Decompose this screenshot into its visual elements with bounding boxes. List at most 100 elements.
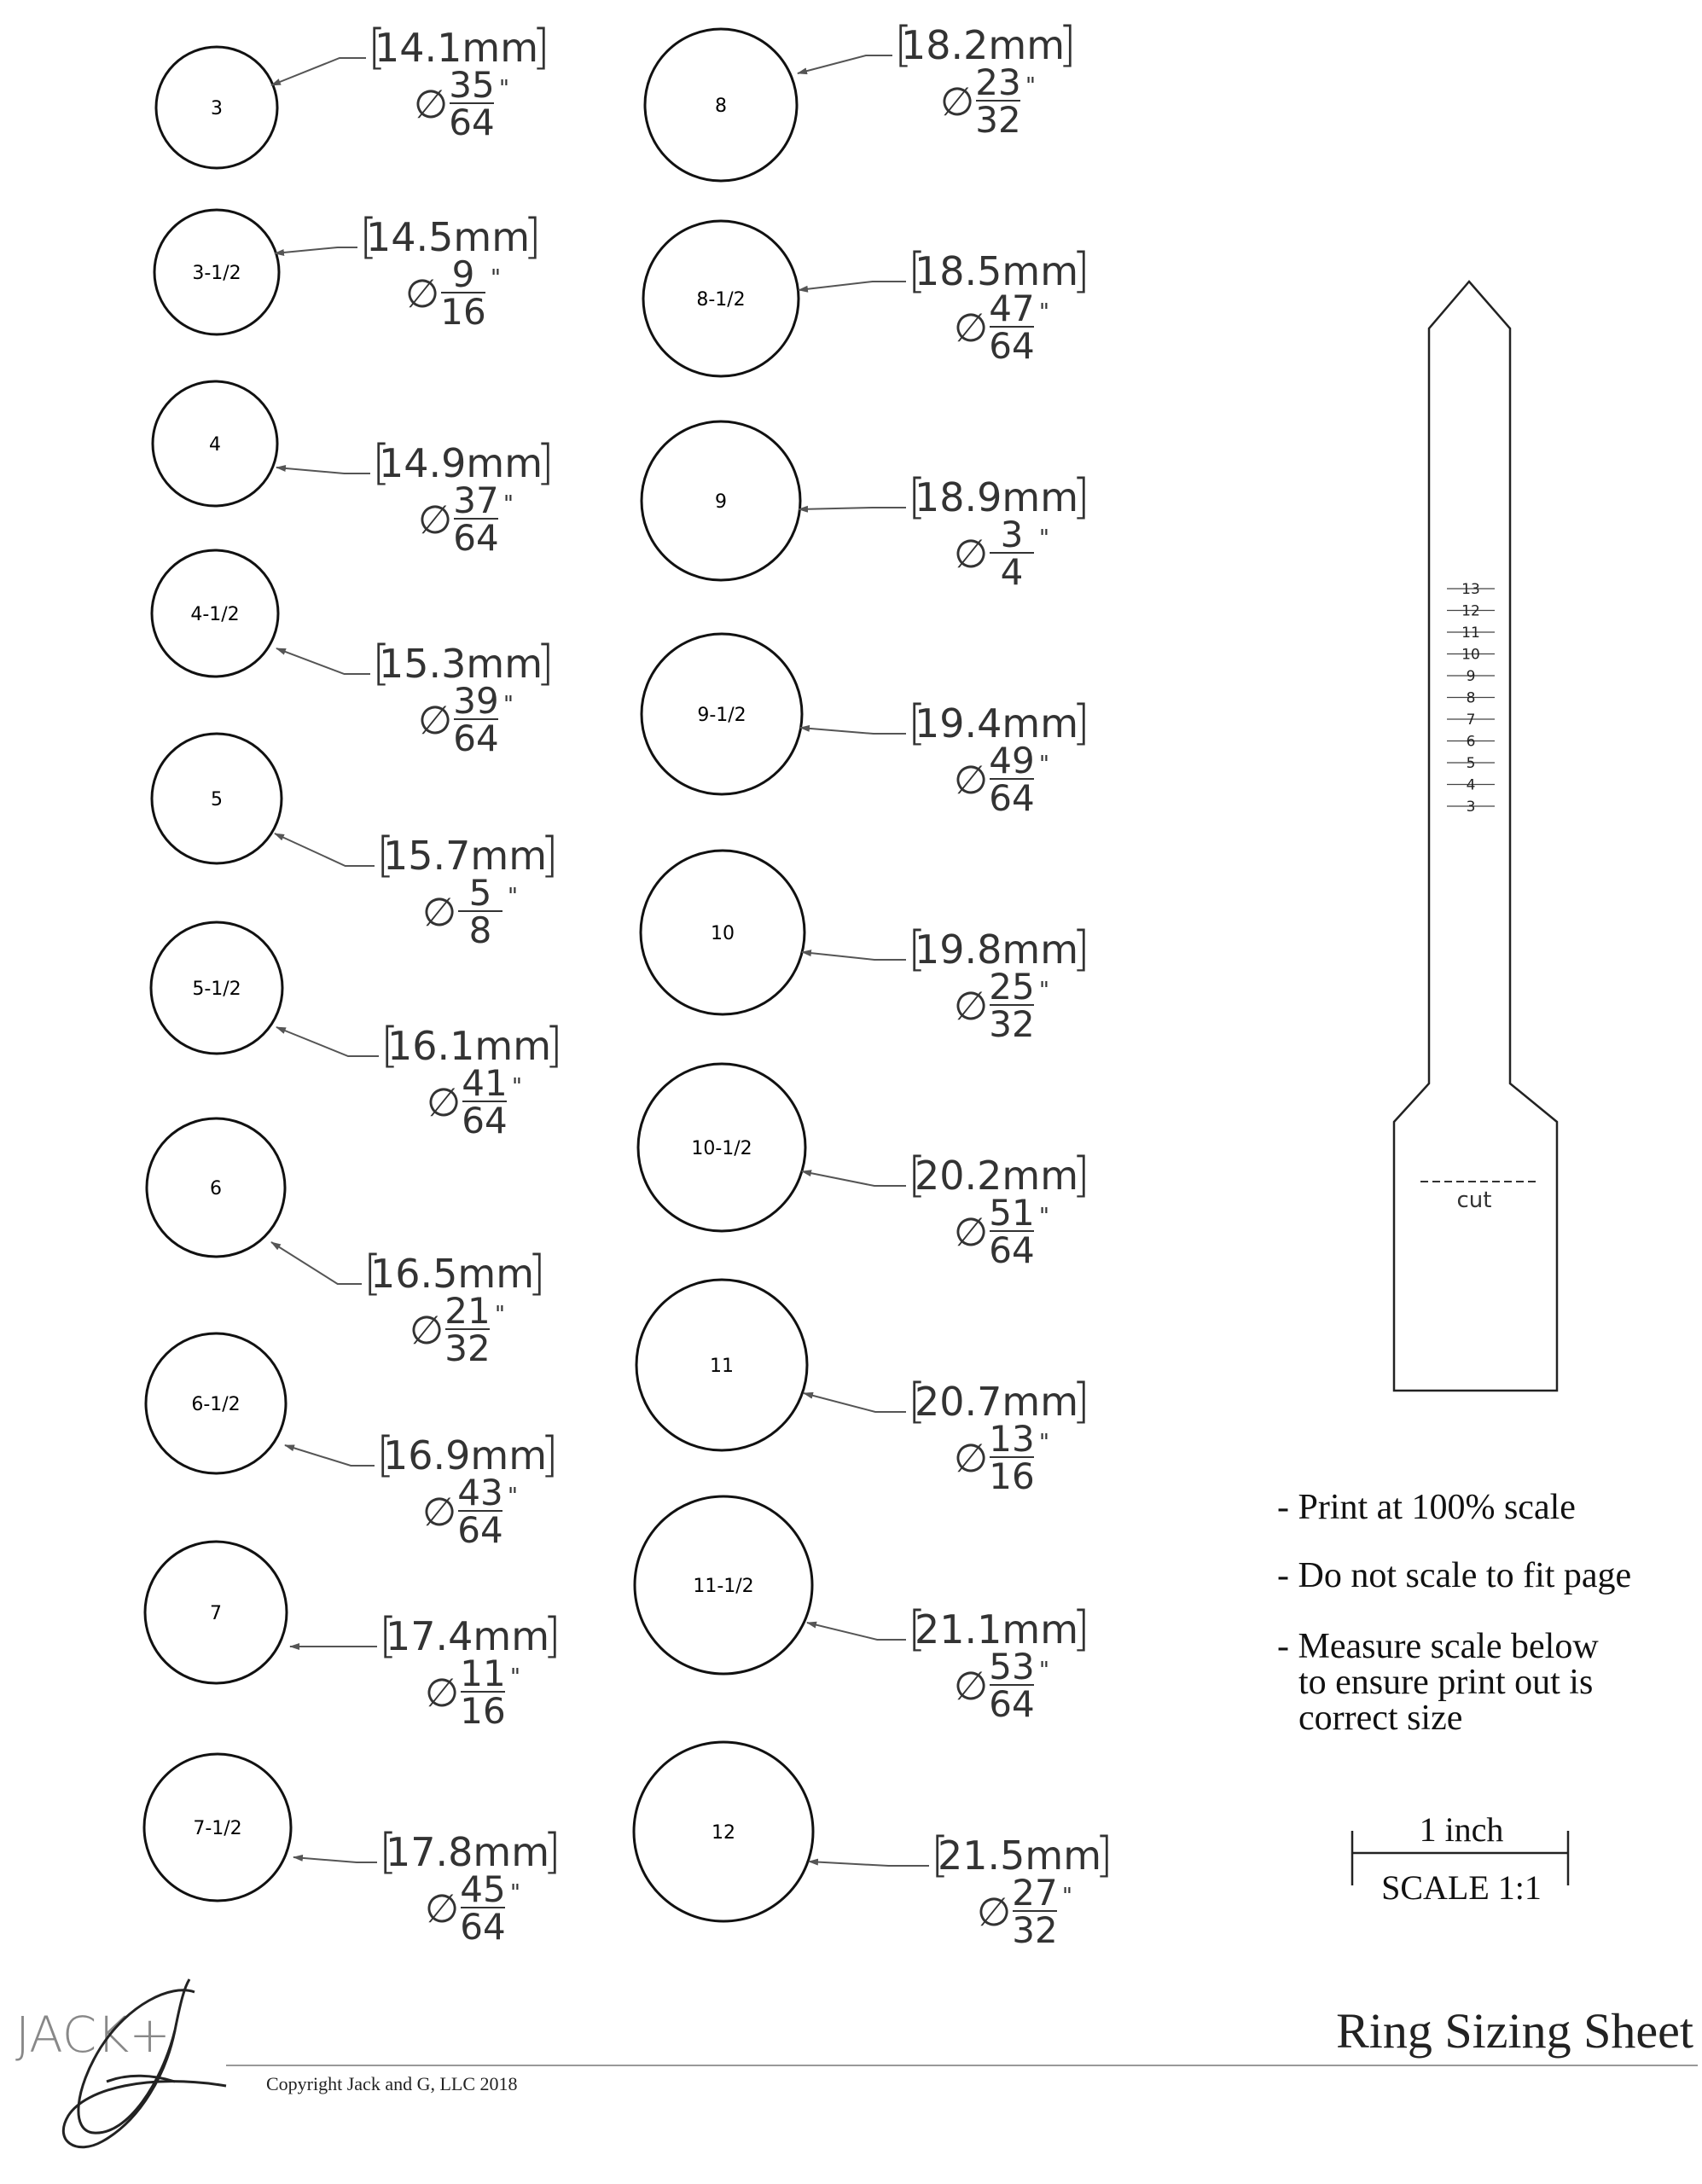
ring-circle	[632, 1740, 815, 1923]
fraction-denominator: 64	[460, 1906, 505, 1948]
leader-arrow	[270, 1241, 362, 1285]
bracket-right: ]	[540, 828, 559, 883]
note-measure-3: correct size	[1298, 1699, 1462, 1738]
tick-label: 8	[1467, 690, 1476, 707]
inch-mark: "	[510, 1664, 520, 1690]
leader-arrow	[797, 55, 892, 75]
inch-mark: "	[510, 1880, 520, 1906]
ring-circle	[635, 1278, 809, 1452]
inch-mark: "	[491, 265, 501, 291]
diameter-symbol: ∅	[940, 78, 974, 125]
fraction-numerator: 27	[1012, 1872, 1057, 1914]
sizer-tick: 8	[1447, 690, 1495, 707]
bracket-right: ]	[1072, 469, 1090, 525]
sizer-tick: 5	[1447, 755, 1495, 772]
scale-ratio-label: SCALE 1:1	[1381, 1868, 1542, 1907]
ring-circle	[640, 632, 804, 796]
fraction-numerator: 53	[989, 1646, 1034, 1687]
diameter-symbol: ∅	[954, 983, 988, 1029]
ring-mm-label: 19.8mm	[915, 926, 1078, 973]
note-measure-2: to ensure print out is	[1298, 1663, 1593, 1702]
fraction-denominator: 16	[989, 1455, 1034, 1497]
ring-size-label: 3-1/2	[192, 263, 241, 284]
ring-size-item: 5[15.7mm]∅58"	[150, 732, 559, 951]
bracket-right: ]	[543, 1824, 561, 1879]
ring-mm-label: 21.1mm	[915, 1606, 1078, 1653]
fraction-denominator: 64	[457, 1509, 502, 1551]
inch-mark: "	[503, 491, 514, 517]
leader-arrow	[270, 57, 366, 86]
ring-mm-label: 19.4mm	[915, 700, 1078, 746]
diameter-symbol: ∅	[422, 889, 456, 935]
fraction-denominator: 64	[989, 325, 1034, 367]
fraction-numerator: 49	[989, 740, 1034, 781]
ring-mm-label: 15.7mm	[383, 833, 547, 879]
bracket-right: ]	[543, 1608, 561, 1664]
diameter-symbol: ∅	[954, 1209, 988, 1255]
ring-size-label: 9	[715, 491, 727, 513]
fraction-numerator: 35	[449, 64, 494, 106]
fraction-numerator: 45	[460, 1868, 505, 1910]
bracket-right: ]	[523, 209, 542, 264]
bracket-left: [	[908, 469, 927, 525]
tick-label: 11	[1461, 624, 1480, 642]
bracket-right: ]	[1095, 1827, 1113, 1883]
ring-mm-label: 21.5mm	[938, 1833, 1101, 1879]
leader-arrow	[284, 1444, 375, 1467]
diameter-symbol: ∅	[405, 270, 439, 317]
bracket-left: [	[372, 435, 391, 491]
fraction-denominator: 16	[460, 1690, 505, 1732]
diameter-symbol: ∅	[410, 1307, 444, 1353]
fraction-denominator: 8	[469, 909, 492, 951]
leader-arrow	[801, 1170, 906, 1187]
diameter-symbol: ∅	[954, 305, 988, 351]
fraction-numerator: 41	[462, 1062, 507, 1104]
bracket-right: ]	[1072, 1374, 1090, 1429]
bracket-left: [	[908, 695, 927, 751]
tick-label: 4	[1467, 777, 1476, 794]
scale-bar: 1 inch SCALE 1:1	[1351, 1810, 1570, 1907]
ring-circle	[142, 1752, 293, 1902]
bracket-right: ]	[1072, 695, 1090, 751]
fraction-numerator: 43	[457, 1472, 502, 1513]
inch-mark: "	[495, 1302, 505, 1327]
diameter-symbol: ∅	[425, 1670, 459, 1716]
ring-size-label: 4	[209, 434, 221, 456]
ring-mm-label: 14.9mm	[379, 440, 543, 486]
fraction-denominator: 32	[989, 1003, 1034, 1045]
leader-arrow	[801, 950, 906, 961]
copyright-text: Copyright Jack and G, LLC 2018	[266, 2073, 518, 2094]
fraction-numerator: 11	[460, 1653, 505, 1694]
ring-size-label: 5-1/2	[192, 979, 241, 1000]
ring-size-label: 3	[211, 98, 223, 119]
ring-circle	[153, 208, 281, 336]
inch-mark: "	[1039, 752, 1049, 777]
fraction-denominator: 64	[449, 102, 494, 143]
leader-arrow	[803, 1391, 906, 1413]
leader-arrow	[799, 724, 906, 735]
ring-size-label: 8	[715, 96, 727, 117]
fraction-denominator: 64	[453, 517, 498, 559]
tick-label: 6	[1467, 734, 1476, 751]
diameter-symbol: ∅	[977, 1889, 1011, 1935]
inch-mark: "	[1039, 1430, 1049, 1455]
ring-size-item: 3-1/2[14.5mm]∅916"	[153, 208, 542, 336]
sizer-tick: 6	[1447, 734, 1495, 751]
inch-mark: "	[508, 884, 518, 909]
ring-mm-label: 14.5mm	[366, 214, 530, 260]
fraction-numerator: 3	[1001, 514, 1024, 555]
ring-mm-label: 16.5mm	[370, 1251, 534, 1297]
ring-circle	[154, 45, 279, 170]
tick-label: 7	[1467, 712, 1476, 729]
cut-label: cut	[1457, 1188, 1492, 1213]
